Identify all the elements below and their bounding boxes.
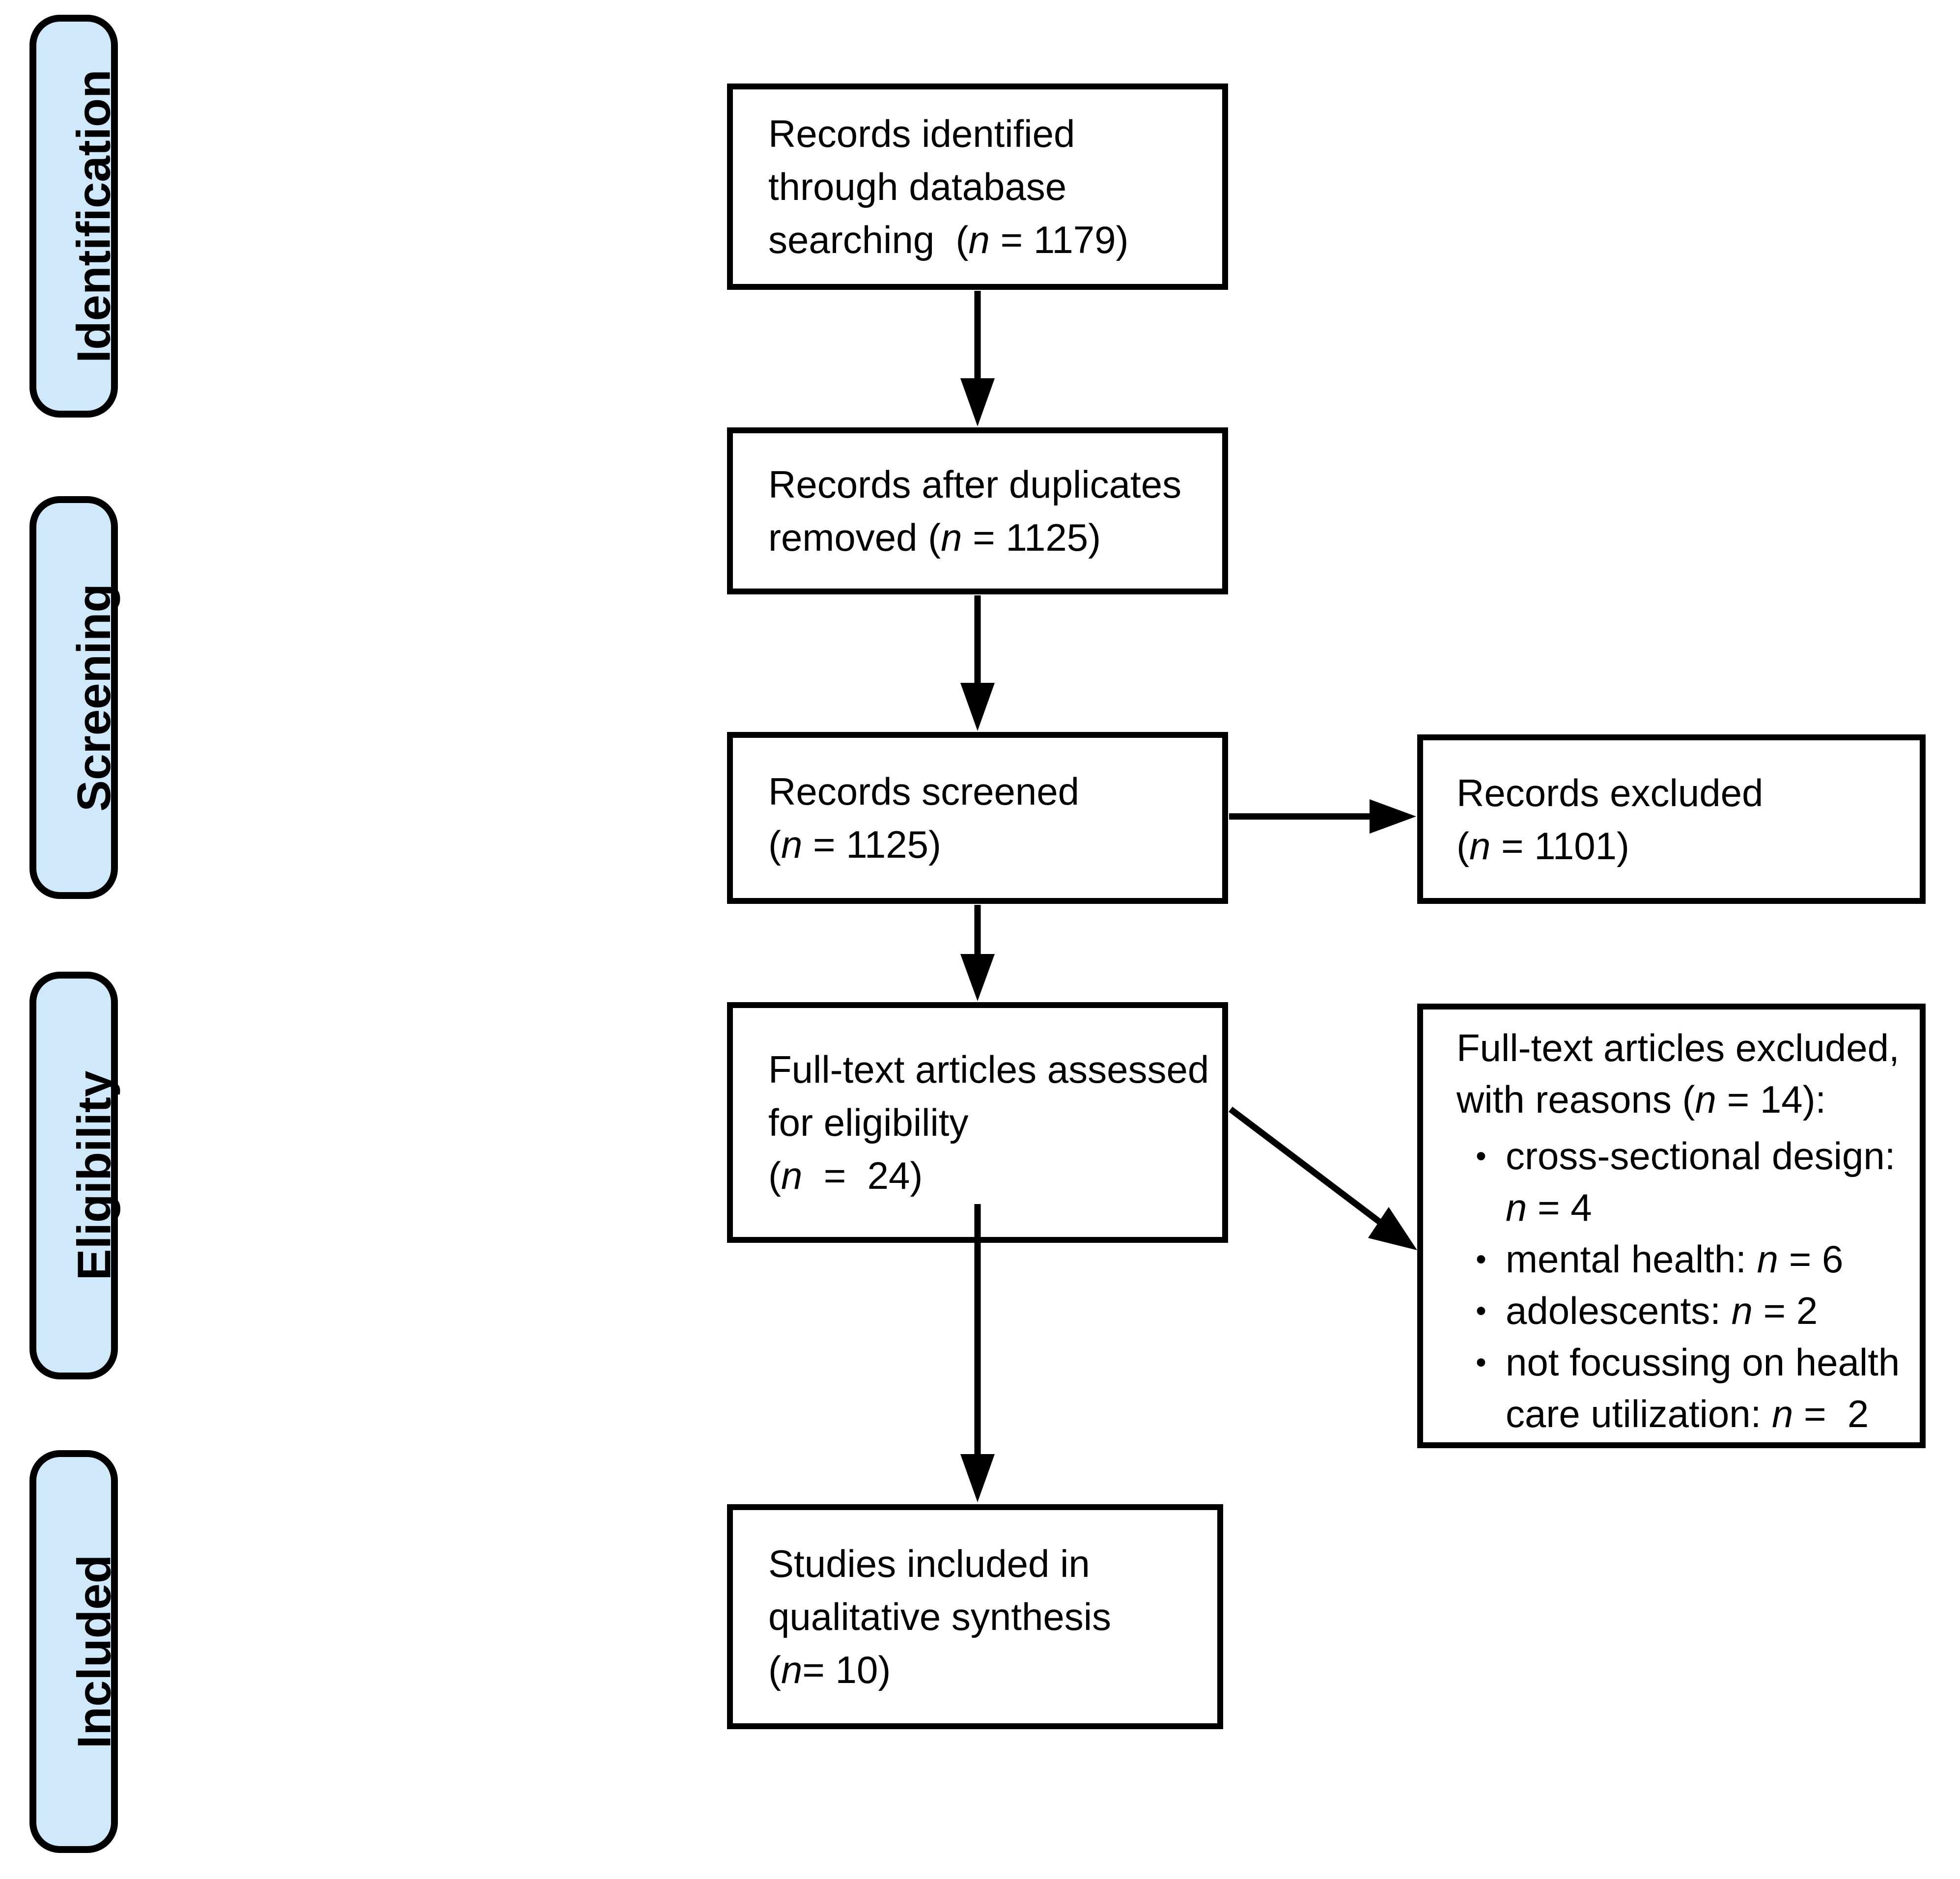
text-line: (n= 10) [768,1648,891,1691]
list-item: • not focussing on health care utilizati… [1456,1337,1920,1440]
text-line: n = 4 [1506,1186,1592,1229]
text-line: (n = 1125) [768,823,941,866]
text-line: Records identified [768,112,1075,155]
text-line: removed (n = 1125) [768,516,1101,559]
text-line: adolescents: n = 2 [1506,1289,1818,1332]
arrow-fulltext-to-included [960,1204,995,1502]
box-records-screened: Records screened (n = 1125) [727,732,1228,904]
list-item: • cross-sectional design: n = 4 [1456,1130,1920,1234]
arrow-identified-to-deduplicated [960,291,995,426]
stage-label-text: Eligibility [68,1070,121,1281]
stage-label-screening: Screening [29,496,120,899]
text-line: for eligibility [768,1101,969,1144]
text-line: Studies included in [768,1542,1090,1585]
stage-label-eligibility: Eligibility [29,972,121,1379]
text-line: Records screened [768,770,1079,813]
text-line: cross-sectional design: [1506,1134,1896,1178]
arrow-deduplicated-to-screened [960,595,995,731]
text-line: Full-text articles excluded, [1456,1026,1900,1069]
bullet-icon: • [1476,1242,1486,1276]
stage-label-text: Screening [68,583,120,812]
box-studies-included: Studies included in qualitative synthesi… [727,1504,1223,1729]
text-line: (n = 24) [768,1154,923,1197]
text-line: (n = 1101) [1456,824,1629,868]
text-line: searching (n = 1179) [768,218,1129,261]
exclusion-reason-list: • cross-sectional design: n = 4 • mental… [1456,1130,1920,1440]
text-line: Full-text articles assessed [768,1048,1209,1091]
box-fulltext-assessed: Full-text articles assessed for eligibil… [727,1002,1228,1243]
text-line: mental health: n = 6 [1506,1237,1844,1281]
box-records-identified: Records identified through database sear… [727,84,1228,290]
stage-label-identification: Identification [29,15,121,418]
arrow-screened-to-fulltext [960,905,995,1001]
stage-label-text: Included [68,1554,120,1749]
text-line: Records after duplicates [768,463,1182,506]
text-line: Records excluded [1456,771,1764,814]
text-line: care utilization: n = 2 [1506,1392,1869,1435]
box-fulltext-excluded-reasons: Full-text articles excluded, with reason… [1417,1004,1926,1448]
box-records-after-duplicates: Records after duplicates removed (n = 11… [727,427,1228,594]
text-line: qualitative synthesis [768,1595,1112,1638]
text-line: through database [768,165,1067,208]
stage-label-text: Identification [68,69,121,363]
text-line: with reasons (n = 14): [1456,1078,1826,1121]
bullet-icon: • [1476,1294,1486,1328]
box-records-excluded: Records excluded (n = 1101) [1417,734,1926,904]
list-item: • adolescents: n = 2 [1456,1285,1920,1337]
text-line: not focussing on health [1506,1341,1900,1384]
arrow-fulltext-to-fulltext-excluded [1229,1106,1417,1250]
list-item: • mental health: n = 6 [1456,1234,1920,1285]
bullet-icon: • [1476,1346,1486,1379]
stage-label-included: Included [29,1450,120,1853]
arrow-screened-to-excluded [1229,799,1416,834]
bullet-icon: • [1476,1139,1486,1173]
